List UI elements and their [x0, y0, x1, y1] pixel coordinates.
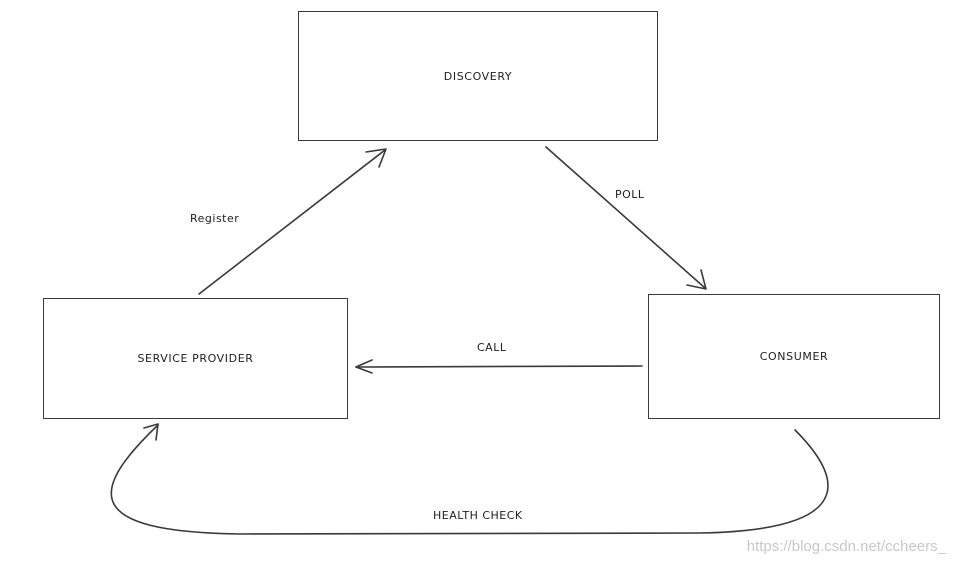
poll-arrow — [545, 146, 707, 290]
discovery-label: DISCOVERY — [443, 69, 513, 83]
call-label: CALL — [477, 341, 507, 354]
call-arrow — [355, 359, 643, 374]
discovery-node: DISCOVERY — [298, 11, 658, 141]
service-provider-node: SERVICE PROVIDER — [43, 298, 348, 419]
register-label: Register — [190, 212, 240, 225]
health-check-label: HEALTH CHECK — [433, 509, 523, 522]
poll-label: POLL — [615, 188, 645, 201]
service-provider-label: SERVICE PROVIDER — [137, 352, 254, 365]
consumer-label: CONSUMER — [759, 350, 829, 363]
register-arrow — [198, 148, 387, 295]
health-check-arrow — [110, 423, 829, 535]
watermark-text: https://blog.csdn.net/ccheers_ — [746, 538, 946, 555]
consumer-node: CONSUMER — [648, 294, 940, 419]
